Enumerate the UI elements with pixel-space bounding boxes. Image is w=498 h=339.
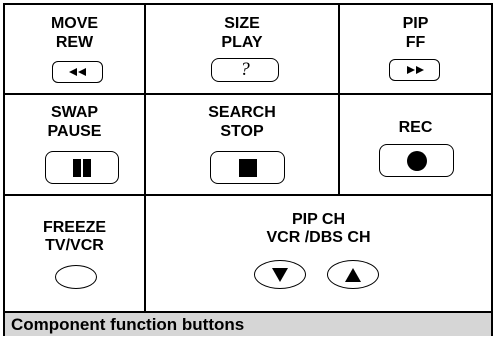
component-function-buttons-figure: MOVE REW SIZE PLAY ? PIP FF SWAP PAUSE [3, 3, 493, 336]
triangle-up-icon [345, 267, 361, 282]
channel-down-button[interactable] [254, 260, 306, 289]
cell-freeze-tvvcr: FREEZE TV/VCR [5, 196, 146, 313]
fast-forward-icon [406, 66, 424, 74]
cell-pip-ch: PIP CH VCR /DBS CH [146, 196, 491, 313]
channel-up-button[interactable] [327, 260, 379, 289]
cell-label-line2: TV/VCR [45, 237, 104, 254]
cell-label-line2: VCR /DBS CH [266, 229, 371, 246]
cell-label-line2: REW [55, 34, 94, 51]
pause-button[interactable] [45, 151, 119, 184]
record-icon [406, 150, 427, 171]
ff-button[interactable] [389, 59, 440, 81]
play-button[interactable]: ? [211, 58, 279, 82]
cell-label-line1: MOVE [50, 15, 99, 32]
cell-label-line1: PIP CH [291, 211, 346, 228]
cell-label-line1: SEARCH [208, 104, 276, 121]
cell-label-line1: SIZE [224, 15, 260, 32]
figure-caption: Component function buttons [5, 313, 491, 336]
cell-label-line2: STOP [220, 123, 264, 140]
cell-rec: REC [340, 95, 491, 196]
cell-label-line1: FREEZE [42, 219, 107, 236]
cell-label-line2: FF [405, 34, 426, 51]
cell-search-stop: SEARCH STOP [146, 95, 340, 196]
cell-label-line1: REC [398, 119, 433, 136]
cell-label-line1: PIP [402, 15, 429, 32]
cell-swap-pause: SWAP PAUSE [5, 95, 146, 196]
rec-button[interactable] [379, 144, 454, 177]
triangle-down-icon [272, 267, 288, 282]
pause-icon [73, 158, 91, 177]
tv-vcr-button[interactable] [55, 265, 97, 289]
question-mark-icon: ? [240, 59, 250, 80]
cell-move-rew: MOVE REW [5, 5, 146, 95]
cell-label-line2: PAUSE [47, 123, 102, 140]
cell-pip-ff: PIP FF [340, 5, 491, 95]
stop-icon [238, 158, 257, 177]
cell-label-line1: SWAP [50, 104, 99, 121]
stop-button[interactable] [210, 151, 285, 184]
rew-button[interactable] [52, 61, 103, 83]
rewind-icon [68, 68, 86, 76]
cell-size-play: SIZE PLAY ? [146, 5, 340, 95]
cell-label-line2: PLAY [221, 34, 263, 51]
